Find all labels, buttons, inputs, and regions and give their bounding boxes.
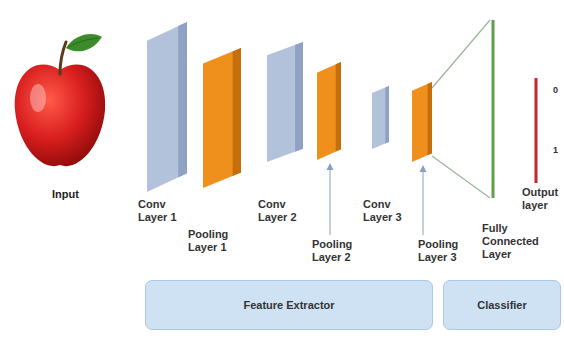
layer-label: Conv Layer 1	[138, 198, 184, 224]
layer-node: Output layer	[533, 78, 539, 183]
band-title: Feature Extractor	[243, 299, 334, 311]
section-band: Classifier	[443, 280, 561, 330]
pool-layer-shape	[203, 48, 241, 188]
layer-label: Conv Layer 2	[258, 198, 304, 224]
layer-label: Pooling Layer 2	[312, 238, 358, 264]
layer-label: Conv Layer 3	[363, 198, 409, 224]
line-layer-shape	[533, 78, 539, 183]
line-layer-shape	[490, 20, 496, 198]
layer-node: Conv Layer 3	[372, 86, 389, 149]
conv-layer-shape	[372, 86, 389, 149]
band-title: Classifier	[477, 299, 527, 311]
layer-label: Output layer	[522, 186, 562, 212]
fan-connector	[432, 20, 490, 198]
section-band: Feature Extractor	[145, 280, 433, 330]
layer-node: Pooling Layer 3	[412, 82, 432, 162]
class-number: 1	[553, 144, 558, 157]
layer-node: Fully Connected Layer	[490, 20, 496, 198]
input-label: Input	[52, 188, 79, 201]
layer-node: Pooling Layer 2	[317, 62, 341, 160]
conv-layer-shape	[267, 42, 303, 162]
layer-label: Fully Connected Layer	[482, 222, 544, 261]
layer-label: Pooling Layer 1	[188, 228, 234, 254]
class-number: 0	[553, 84, 558, 97]
layer-node: Conv Layer 1	[147, 22, 187, 192]
conv-layer-shape	[147, 22, 187, 192]
apple-image	[15, 34, 106, 166]
layer-label: Pooling Layer 3	[418, 238, 464, 264]
layer-node: Pooling Layer 1	[203, 48, 241, 188]
layer-node: Conv Layer 2	[267, 42, 303, 162]
leader-arrow	[327, 163, 427, 235]
pool-layer-shape	[317, 62, 341, 160]
pool-layer-shape	[412, 82, 432, 162]
